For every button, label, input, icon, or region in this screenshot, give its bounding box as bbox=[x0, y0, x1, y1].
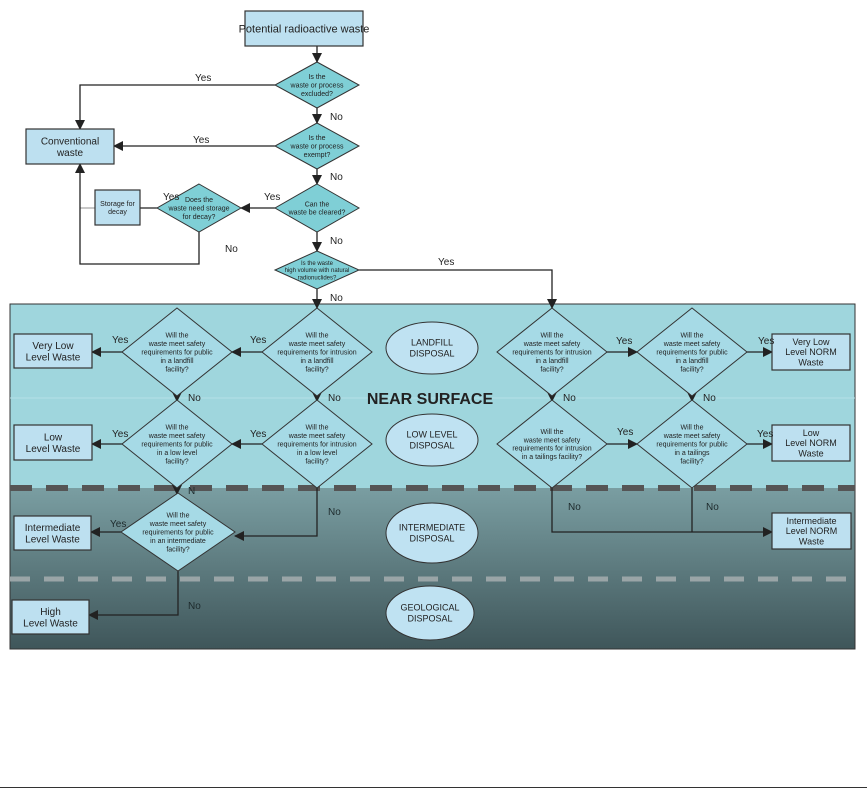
edge-label-no: No bbox=[328, 507, 341, 518]
conventional-box bbox=[25, 128, 115, 165]
edge-label-yes: Yes bbox=[438, 257, 454, 268]
d-decay-decision bbox=[155, 183, 243, 233]
page-bottom-rule bbox=[0, 787, 867, 788]
d-int-low-decision bbox=[261, 399, 373, 489]
hlw-box bbox=[11, 599, 90, 635]
edge-label-n: N bbox=[188, 486, 195, 497]
start-box bbox=[244, 10, 364, 47]
start-text: Potential radioactive waste bbox=[239, 23, 370, 35]
d-cleared-decision bbox=[273, 183, 361, 233]
edge-label-no: No bbox=[330, 293, 343, 304]
edge-label-yes: Yes bbox=[250, 335, 266, 346]
ilw-box bbox=[13, 515, 92, 551]
edge-label-no: No bbox=[568, 502, 581, 513]
d-pub-int-decision bbox=[120, 492, 236, 572]
edge-n_int_tail-to-n_il bbox=[551, 488, 773, 537]
edge-label-no: No bbox=[330, 236, 343, 247]
edge-label-no: No bbox=[225, 244, 238, 255]
d-int-landfill-decision bbox=[261, 307, 373, 397]
edge-d_excluded-to-conventional bbox=[75, 84, 275, 130]
edge-label-no: No bbox=[328, 393, 341, 404]
zone-border bbox=[9, 303, 856, 650]
edge-d_decay-to-conventional bbox=[75, 163, 200, 265]
edge-label-yes: Yes bbox=[264, 192, 280, 203]
edge-label-yes: Yes bbox=[757, 429, 773, 440]
n-int-tail-decision bbox=[496, 399, 608, 489]
edge-label-no: No bbox=[188, 393, 201, 404]
n-vll-box bbox=[771, 333, 851, 371]
edge-label-no: No bbox=[706, 502, 719, 513]
near-surface-label: NEAR SURFACE bbox=[367, 391, 494, 408]
n-ll-box bbox=[771, 424, 851, 462]
storage-box bbox=[94, 189, 141, 226]
edge-label-yes: Yes bbox=[758, 336, 774, 347]
edge-label-yes: Yes bbox=[193, 135, 209, 146]
edge-label-yes: Yes bbox=[617, 427, 633, 438]
llw-box bbox=[13, 424, 93, 461]
edge-label-no: No bbox=[563, 393, 576, 404]
edge-d_norm-to-n_int_landfill bbox=[359, 269, 557, 309]
edge-label-no: No bbox=[330, 112, 343, 123]
edge-label-no: No bbox=[330, 172, 343, 183]
d-exempt-decision bbox=[273, 122, 361, 170]
edge-label-yes: Yes bbox=[110, 519, 126, 530]
edge-label-yes: Yes bbox=[163, 192, 179, 203]
edge-label-yes: Yes bbox=[195, 73, 211, 84]
edge-label-yes: Yes bbox=[616, 336, 632, 347]
n-il-box bbox=[771, 512, 852, 550]
n-pub-tail-decision bbox=[636, 399, 748, 489]
n-pub-landfill-decision bbox=[636, 307, 748, 397]
edge-label-yes: Yes bbox=[250, 429, 266, 440]
edge-label-no: No bbox=[703, 393, 716, 404]
edge-d_int_low-to-d_pub_int bbox=[234, 488, 318, 541]
n-int-landfill-decision bbox=[496, 307, 608, 397]
edge-label-yes: Yes bbox=[112, 429, 128, 440]
d-pub-low-decision bbox=[121, 399, 233, 489]
d-norm-decision bbox=[273, 250, 361, 290]
e-geo-zone-label bbox=[385, 585, 475, 641]
d-pub-landfill-decision bbox=[121, 307, 233, 397]
e-low-zone-label bbox=[385, 413, 479, 467]
edge-d_pub_int-to-hlw bbox=[88, 571, 179, 620]
edge-label-no: No bbox=[188, 601, 201, 612]
d-excluded-decision bbox=[273, 61, 361, 109]
e-int-zone-label bbox=[385, 502, 479, 564]
vllw-box bbox=[13, 333, 93, 369]
e-landfill-zone-label bbox=[385, 321, 479, 375]
edge-label-yes: Yes bbox=[112, 335, 128, 346]
